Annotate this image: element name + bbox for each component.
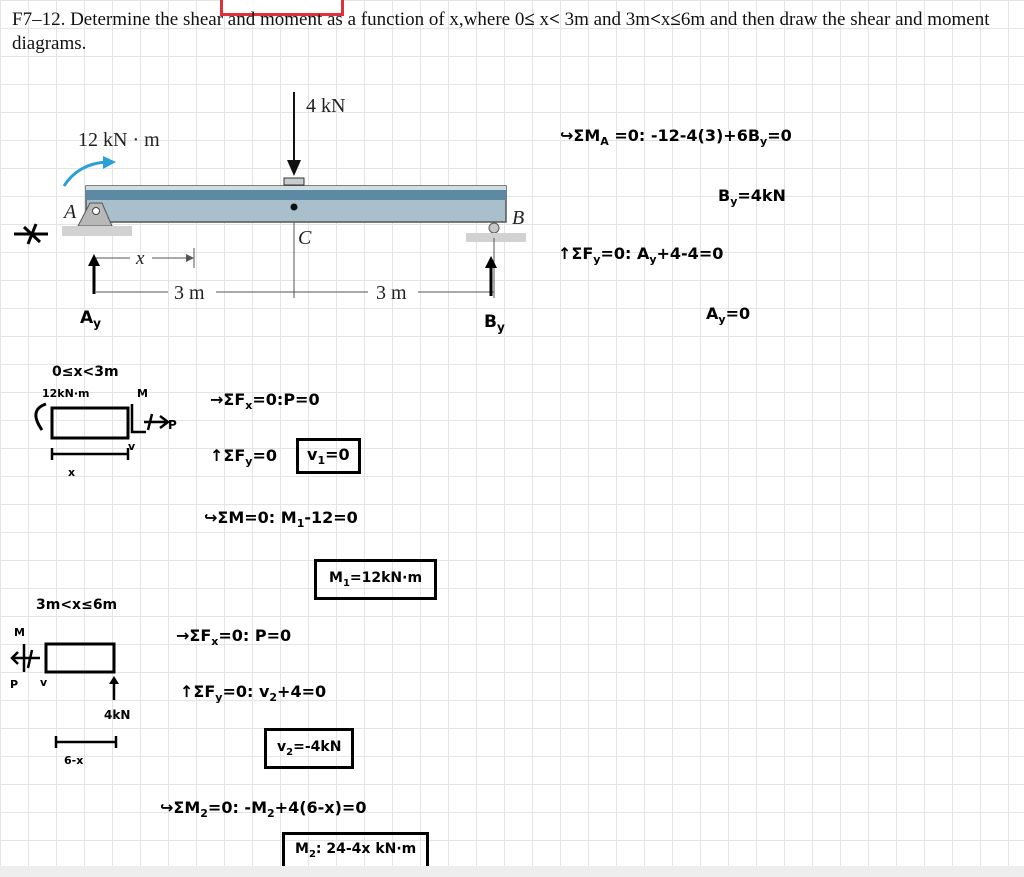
- section2-v2-result: v2=-4kN: [264, 728, 355, 769]
- ay-result: Ay=0: [706, 304, 751, 327]
- section1-x-label: x: [68, 466, 76, 479]
- section2-force-label: 4kN: [104, 708, 131, 722]
- section2-fx-equation: →ΣFx=0: P=0: [176, 626, 292, 649]
- svg-text:3 m: 3 m: [376, 282, 407, 304]
- section1-fy-equation: ↑ΣFy=0: [210, 446, 277, 469]
- svg-text:C: C: [298, 227, 312, 249]
- section1-v1-result: v1=0: [296, 438, 361, 475]
- moment-arrow: [62, 160, 107, 187]
- vertical-force-equation: ↑ΣFy=0: Ay+4-4=0: [558, 244, 724, 267]
- by-result: By=4kN: [718, 186, 786, 209]
- load-label: 4 kN: [306, 95, 345, 117]
- svg-text:x: x: [135, 248, 145, 269]
- section1-m1-result: M1=12kN·m: [314, 559, 438, 600]
- reaction-by: By: [484, 312, 505, 335]
- section2-m-label: M: [14, 626, 25, 639]
- section2-moment-equation: ↪ΣM2=0: -M2+4(6-x)=0: [160, 798, 367, 821]
- section2-length-label: 6-x: [64, 754, 84, 767]
- section2-range: 3m<x≤6m: [36, 597, 118, 613]
- pinned-symbol: [14, 223, 48, 245]
- svg-text:3 m: 3 m: [174, 282, 205, 304]
- section2-m2-result: M2: 24-4x kN·m: [282, 832, 430, 869]
- section1-range: 0≤x<3m: [52, 364, 119, 380]
- section2-p-label: P: [10, 678, 19, 691]
- section1-moment-label: 12kN·m: [42, 387, 90, 400]
- beam-figure: 4 kN 12 kN · m A B C x 3 m 3 m: [14, 92, 526, 304]
- section1-m-label: M: [137, 387, 148, 400]
- section2-free-body: [10, 642, 119, 748]
- problem-statement: F7–12. Determine the shear and moment as…: [12, 9, 990, 54]
- section1-free-body: [34, 402, 171, 460]
- section1-moment-equation: ↪ΣM=0: M1-12=0: [204, 508, 358, 531]
- reaction-ay: Ay: [80, 308, 101, 331]
- bottom-scroll-bar[interactable]: [0, 866, 1024, 877]
- moment-label: 12 kN · m: [78, 129, 160, 151]
- svg-text:A: A: [62, 201, 77, 223]
- selection-tab: [220, 0, 344, 16]
- section2-fy-equation: ↑ΣFy=0: v2+4=0: [180, 682, 327, 705]
- section1-p-label: P: [168, 418, 177, 432]
- section1-fx-equation: →ΣFx=0:P=0: [210, 390, 320, 413]
- section2-v-label: v: [40, 676, 48, 689]
- moment-equation: ↪ΣMA =0: -12-4(3)+6By=0: [560, 126, 792, 149]
- svg-text:B: B: [512, 207, 524, 229]
- section1-v-label: v: [128, 440, 136, 453]
